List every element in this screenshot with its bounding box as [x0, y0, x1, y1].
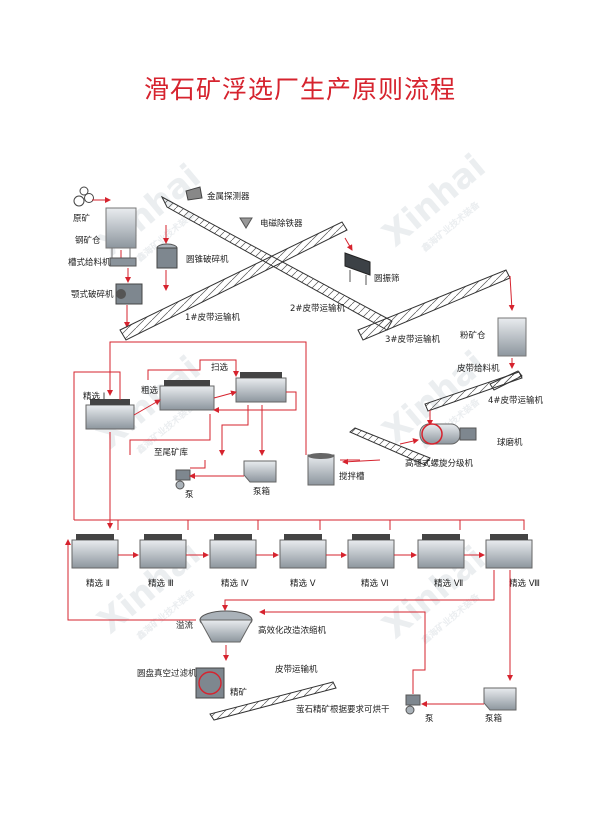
flotation-cell-clean3: [139, 534, 187, 569]
flotation-cell-rough: [159, 380, 215, 411]
thickener-label: 高效化改造浓缩机: [258, 625, 327, 636]
flotation-cell-clean2: [71, 534, 119, 569]
vibrating-screen-label: 圆振筛: [374, 273, 400, 284]
disc-filter-icon: [195, 667, 225, 699]
clean4-label: 精选 Ⅳ: [221, 578, 249, 589]
belt-feeder-label: 皮带给料机: [457, 363, 500, 374]
pump-top-icon: [175, 469, 191, 490]
pump-bottom-label: 泵: [425, 714, 434, 724]
clean8-label: 精选 Ⅷ: [509, 578, 540, 589]
raw-ore-icon: [73, 186, 94, 207]
belt-conveyor-label: 皮带运输机: [275, 664, 318, 675]
ball-mill-icon: [419, 423, 477, 445]
pump-box-bottom-label: 泵箱: [485, 713, 503, 724]
clean5-label: 精选 Ⅴ: [290, 578, 316, 589]
spiral-classifier-label: 高堰式螺旋分级机: [405, 458, 474, 469]
thickener-icon: [199, 610, 253, 643]
vibrating-screen-icon: [344, 252, 371, 285]
cone-crusher-icon: [156, 243, 178, 269]
clean2-label: 精选 Ⅱ: [86, 578, 110, 589]
clean6-label: 精选 Ⅵ: [361, 578, 389, 589]
overflow-label: 溢流: [176, 620, 194, 631]
flotation-cell-clean6: [347, 534, 395, 569]
flotation-cell-clean8: [485, 534, 533, 569]
powder-bin-icon: [497, 317, 527, 357]
magnetic-separator-icon: [239, 217, 253, 229]
clean7-label: 精选 Ⅶ: [434, 578, 463, 589]
page-title: 滑石矿浮选厂生产原则流程: [143, 75, 456, 104]
steel-bin-label: 钢矿仓: [75, 235, 101, 246]
product-belt-conveyor: [209, 681, 337, 721]
flotation-cell-scavenging: [235, 372, 287, 403]
flotation-cell-clean7: [417, 534, 465, 569]
clean1-label: 精选 I: [83, 391, 105, 402]
belt-4-label: 4#皮带运输机: [488, 395, 544, 406]
rough-label: 粗选: [141, 385, 159, 396]
flotation-cell-clean1: [85, 399, 135, 430]
magnetic-separator-label: 电磁除铁器: [260, 218, 303, 229]
pump-box-bottom-icon: [483, 687, 517, 711]
belt-1-label: 1#皮带运输机: [185, 312, 241, 323]
spiral-classifier-icon: [349, 427, 431, 466]
final-product-label: 萤石精矿根据要求可烘干: [296, 704, 390, 715]
agitation-tank-label: 搅拌槽: [339, 471, 365, 482]
pump-box-top-icon: [243, 460, 277, 483]
pump-box-top-label: 泵箱: [253, 486, 271, 497]
belt-conveyor-4: [424, 371, 523, 412]
clean3-label: 精选 Ⅲ: [148, 578, 174, 589]
concentrate-label: 精矿: [230, 687, 248, 698]
disc-filter-label: 圆盘真空过滤机: [137, 668, 197, 679]
grizzly-feeder-label: 槽式给料机: [68, 257, 111, 268]
metal-detector-label: 金属探测器: [207, 191, 250, 202]
pump-top-label: 泵: [185, 490, 194, 500]
powder-bin-label: 粉矿仓: [460, 330, 486, 341]
grizzly-feeder-icon: [109, 257, 137, 267]
ball-mill-label: 球磨机: [497, 437, 523, 448]
cone-crusher-label: 圆锥破碎机: [186, 254, 229, 265]
steel-bin-icon: [105, 207, 137, 258]
flotation-cell-clean4: [209, 534, 257, 569]
agitation-tank-icon: [307, 453, 335, 486]
tailings-label: 至尾矿库: [154, 447, 189, 458]
pump-bottom-icon: [405, 694, 421, 715]
flotation-cell-clean5: [279, 534, 327, 569]
raw-ore-label: 原矿: [73, 213, 91, 224]
belt-3-label: 3#皮带运输机: [385, 334, 441, 345]
jaw-crusher-label: 颚式破碎机: [71, 289, 114, 300]
metal-detector-icon: [185, 186, 203, 201]
scavenging-label: 扫选: [211, 362, 229, 373]
jaw-crusher-icon: [115, 283, 143, 305]
belt-2-label: 2#皮带运输机: [290, 303, 346, 314]
